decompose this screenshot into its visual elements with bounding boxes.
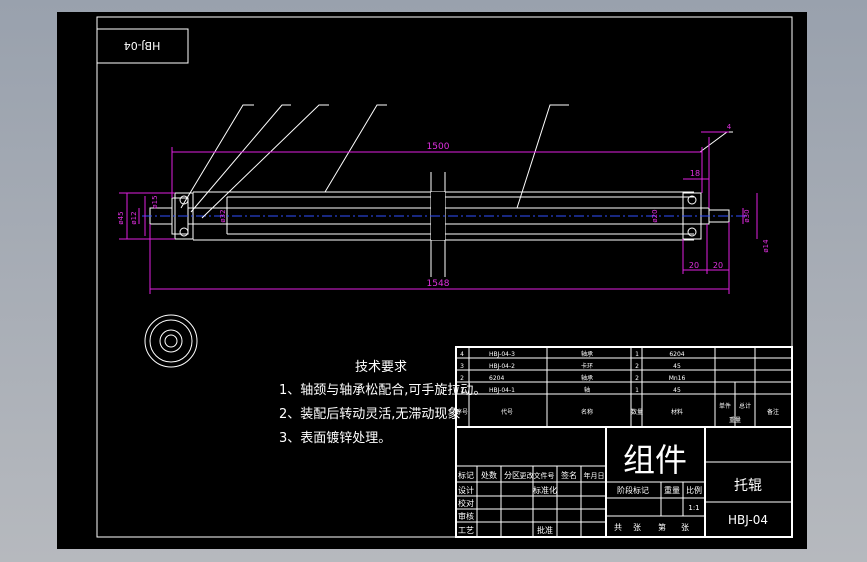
- dimensions: 1500 1548 18 4 20 20: [117, 123, 770, 294]
- part-4-name: 轴承: [581, 350, 593, 358]
- dim-20-a: 20: [689, 261, 699, 270]
- corner-code: HBJ-04: [124, 39, 161, 52]
- dim-mid-d: ø32: [219, 209, 227, 222]
- part-2-code: 6204: [489, 375, 504, 382]
- tb-sheet: 张: [633, 523, 641, 532]
- tb-weight: 重量: [664, 485, 680, 495]
- tb-sign: 签名: [561, 470, 577, 480]
- part-3-no: 3: [460, 363, 464, 370]
- leader-4: [324, 104, 387, 193]
- tb-qty: 处数: [481, 470, 497, 480]
- parts-header-name: 名称: [581, 408, 593, 416]
- parts-header-total: 总计: [739, 402, 751, 410]
- tb-doc: 更改文件号: [520, 471, 555, 480]
- part-1-qty: 1: [635, 387, 639, 394]
- tb-standard: 标准化: [533, 485, 557, 495]
- dim-left-d1: ø45: [117, 211, 125, 224]
- tb-process: 工艺: [458, 526, 474, 535]
- part-3-code: HBJ-04-2: [489, 363, 515, 370]
- left-bearing-ball-bottom: [179, 227, 189, 237]
- tb-stage: 阶段标记: [617, 485, 649, 495]
- tb-date: 年月日: [584, 471, 605, 480]
- part-4-no: 4: [460, 351, 464, 358]
- parts-header-remark: 备注: [767, 408, 779, 416]
- dim-20-b: 20: [713, 261, 723, 270]
- parts-header-unit: 单件: [719, 402, 731, 410]
- parts-header-no: 序号: [456, 408, 468, 416]
- tb-no: 第: [658, 522, 666, 532]
- part-1-no: 1: [460, 387, 464, 394]
- part-1-material: 45: [673, 387, 681, 394]
- tb-big-title: 组件: [623, 441, 687, 479]
- leader-6: [699, 131, 733, 153]
- drawing-sheet: HBJ-04: [57, 12, 807, 549]
- part-3-name: 卡环: [581, 362, 593, 370]
- part-1-code: HBJ-04-1: [489, 387, 515, 394]
- leader-5: [516, 104, 569, 209]
- technical-requirements: 技术要求 1、轴颈与轴承松配合,可手旋拉动。 2、装配后转动灵活,无滞动现象 3…: [279, 360, 486, 446]
- parts-header-material: 材料: [671, 408, 683, 416]
- dim-left-d3: ø15: [151, 195, 159, 208]
- drawing-canvas: HBJ-04: [96, 16, 793, 538]
- tb-review: 审核: [458, 511, 474, 521]
- tb-scale-value: 1:1: [688, 504, 699, 512]
- part-4-material: 6204: [669, 351, 684, 358]
- leader-1: [180, 104, 254, 209]
- part-2-material: Mn16: [669, 375, 686, 382]
- tb-zone: 分区: [504, 471, 520, 480]
- corner-code-box: [96, 28, 189, 64]
- dim-4: 4: [727, 123, 732, 131]
- part-4-code: HBJ-04-3: [489, 351, 515, 358]
- end-view-hole: [164, 334, 178, 348]
- left-bearing-ball-top: [179, 195, 189, 205]
- part-1-name: 轴: [584, 386, 590, 394]
- tb-drawing-number: HBJ-04: [728, 513, 768, 527]
- tb-approve: 批准: [537, 525, 553, 535]
- inner-frame: [96, 16, 793, 538]
- tech-req-item-2: 2、装配后转动灵活,无滞动现象: [279, 407, 460, 422]
- end-view-inner: [159, 329, 183, 353]
- part-2-name: 轴承: [581, 374, 593, 382]
- tb-check: 校对: [458, 498, 474, 508]
- tech-req-item-3: 3、表面镀锌处理。: [279, 430, 391, 446]
- dim-18: 18: [690, 169, 700, 178]
- leader-3: [201, 104, 329, 219]
- end-view-mid: [149, 319, 193, 363]
- parts-header-code: 代号: [501, 408, 513, 416]
- part-2-qty: 2: [635, 375, 639, 382]
- dim-tube-d: ø20: [651, 209, 659, 222]
- parts-header-qty: 数量: [631, 408, 643, 416]
- tb-design: 设计: [458, 485, 474, 495]
- end-view-outer: [144, 314, 198, 368]
- part-4-qty: 1: [635, 351, 639, 358]
- tb-total: 共: [614, 523, 622, 532]
- part-3-material: 45: [673, 363, 681, 370]
- part-3-qty: 2: [635, 363, 639, 370]
- tech-req-item-1: 1、轴颈与轴承松配合,可手旋拉动。: [279, 383, 486, 398]
- tb-mark: 标记: [458, 470, 474, 480]
- title-block: 标记 处数 分区 更改文件号 签名 年月日 设计 标准化 校对 审核 工艺 批准…: [455, 426, 793, 538]
- end-view: [144, 314, 198, 368]
- right-bearing-ball-bottom: [687, 227, 697, 237]
- tb-ratio: 比例: [686, 485, 702, 495]
- dim-right-d1: ø30: [743, 209, 751, 222]
- roller-drawing: [142, 104, 747, 277]
- dim-right-d2: ø14: [762, 239, 770, 253]
- dim-left-d2: ø12: [130, 211, 138, 224]
- dim-1500: 1500: [427, 142, 450, 152]
- parts-header-weight: 重量: [729, 416, 741, 424]
- tech-req-title: 技术要求: [355, 360, 407, 375]
- part-2-no: 2: [460, 375, 464, 382]
- dim-1548: 1548: [427, 279, 450, 289]
- parts-list: 4 HBJ-04-3 轴承 1 6204 3 HBJ-04-2 卡环 2 45 …: [455, 346, 793, 428]
- leader-2: [190, 104, 291, 213]
- tb-part-name: 托辊: [734, 478, 762, 494]
- right-bearing-ball-top: [687, 195, 697, 205]
- tb-page: 张: [681, 523, 689, 532]
